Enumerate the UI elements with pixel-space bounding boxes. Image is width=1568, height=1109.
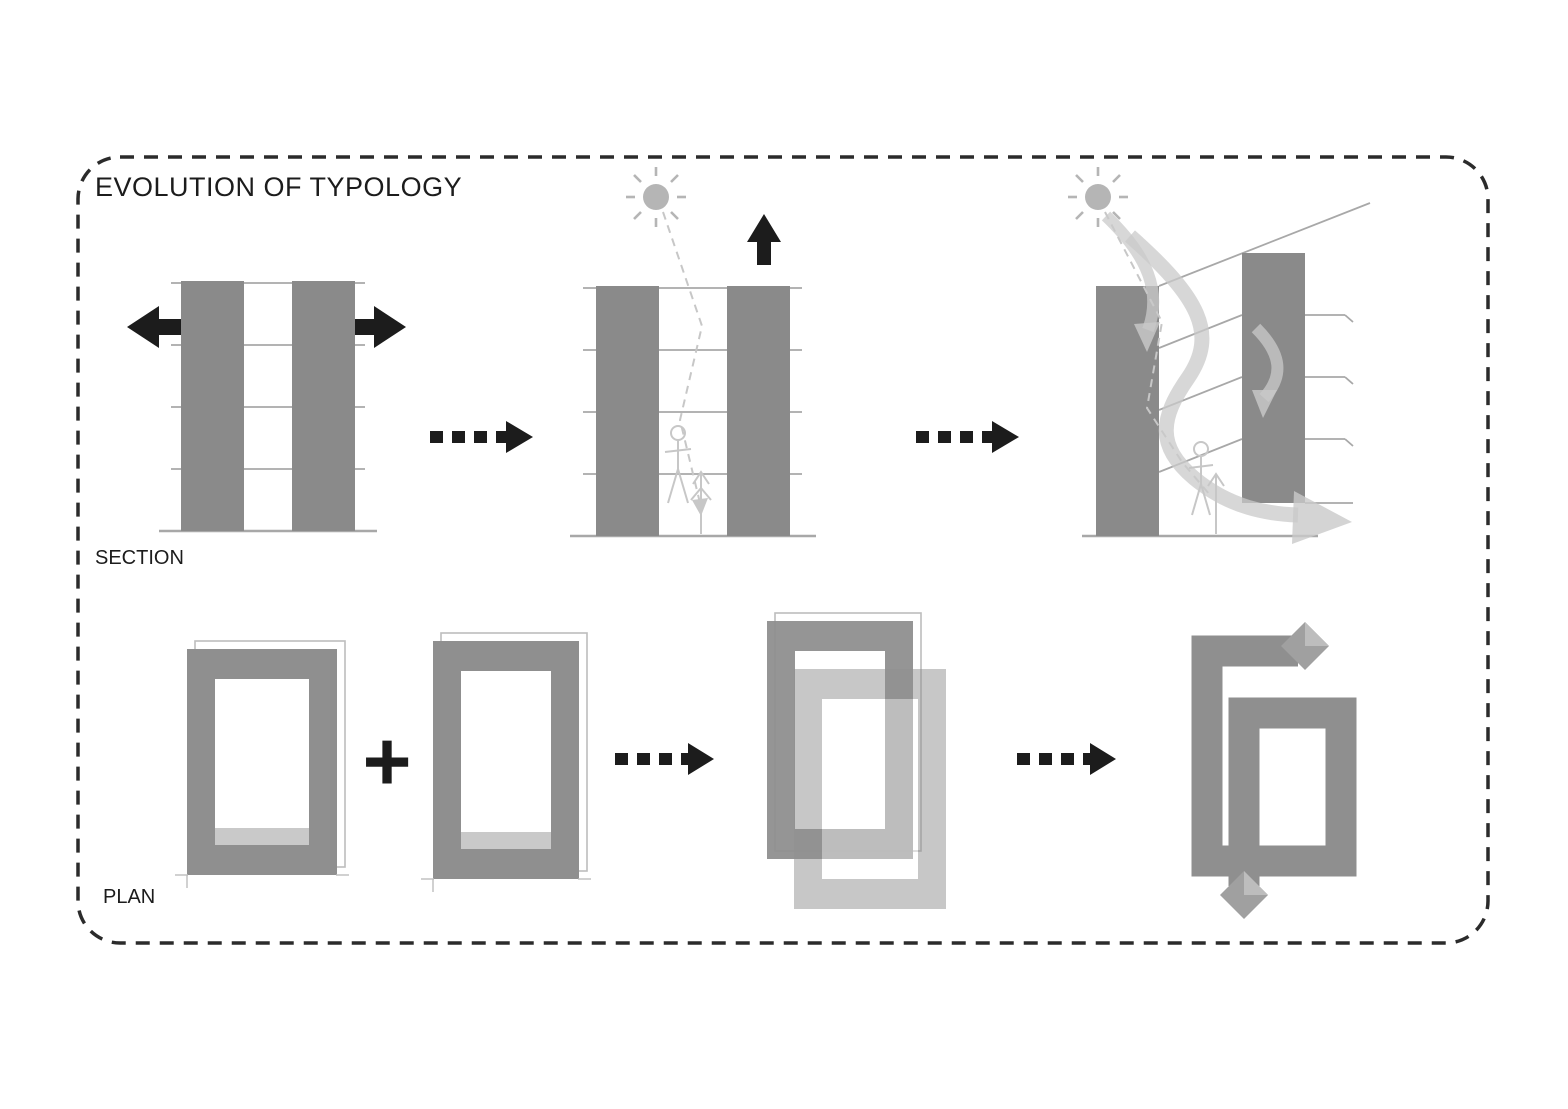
human-figure-sketch: [664, 425, 692, 504]
sunlight-path: [662, 211, 704, 504]
dashed-step-arrow-icon: [430, 421, 533, 453]
expand-right-arrow-icon: [333, 306, 406, 348]
entry-diamond-icon: [1281, 622, 1329, 670]
building-slab-left: [596, 286, 659, 536]
plus-operator: +: [362, 714, 412, 808]
section-row-label: SECTION: [95, 547, 184, 569]
plan-step-courtyard-ring-2: [421, 632, 591, 892]
human-figure-sketch: [1188, 441, 1214, 516]
sun-icon: [626, 167, 686, 227]
expand-left-arrow-icon: [127, 306, 200, 348]
section-step-parallel-slabs: [127, 281, 406, 533]
dashed-step-arrow-icon: [1017, 743, 1116, 775]
sunlight-path: [1104, 211, 1211, 496]
building-slab-right: [727, 286, 790, 536]
courtyard-block-front: [794, 669, 946, 909]
building-slab-right: [292, 281, 355, 531]
plan-row-label: PLAN: [103, 886, 156, 908]
section-step-light-shaft: [570, 167, 816, 538]
planting-sketch: [690, 470, 712, 534]
spiral-band: [1191, 635, 1357, 886]
corner-ticks: [175, 874, 349, 888]
diagram-title: EVOLUTION OF TYPOLOGY: [95, 172, 463, 202]
dashed-step-arrow-icon: [916, 421, 1019, 453]
corner-ticks: [421, 878, 591, 892]
airflow-swoosh-icon: [1101, 211, 1352, 544]
plan-step-courtyard-ring-1: [175, 640, 349, 888]
section-step-stepped-airflow: [1068, 167, 1371, 544]
dashed-step-arrow-icon: [615, 743, 714, 775]
courtyard-block-back: [767, 621, 913, 859]
up-arrow-icon: [747, 214, 781, 265]
sun-icon: [1068, 167, 1128, 227]
planting-sketch: [1207, 472, 1225, 534]
plan-step-overlapping-rings: [767, 612, 946, 909]
building-slab-left: [181, 281, 244, 531]
entry-diamond-icon: [1220, 871, 1268, 919]
plan-step-spiral-block: [1191, 622, 1357, 919]
